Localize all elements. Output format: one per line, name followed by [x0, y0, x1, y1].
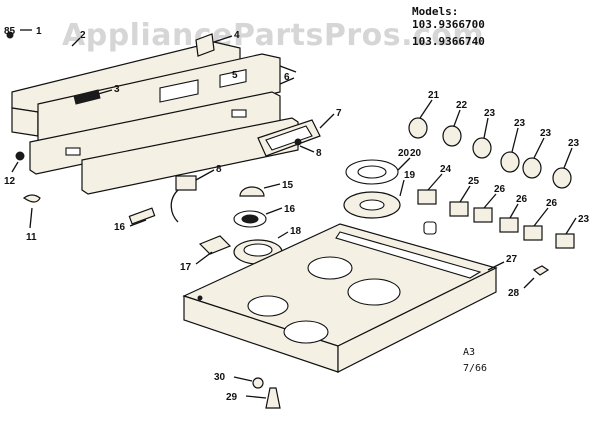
cooktop-burner-opening-rear-right	[347, 278, 401, 306]
part-24-spacer	[423, 221, 437, 235]
part-25-switch	[449, 201, 469, 217]
callout-29: 29	[226, 392, 238, 403]
callout-16-receptacle: 16	[114, 222, 126, 233]
part-21-knob	[408, 117, 428, 139]
callout-7: 7	[336, 108, 342, 119]
part-26-switch-2	[499, 217, 519, 233]
models-heading: Models:	[412, 5, 459, 18]
callout-25: 25	[468, 176, 480, 187]
cooktop-burner-opening-rear-left	[307, 256, 353, 280]
part-28-button	[532, 265, 550, 276]
part-9-switch	[175, 175, 197, 191]
cooktop-screw	[197, 295, 203, 301]
part-22-knob	[442, 125, 462, 147]
callout-12: 12	[4, 176, 16, 187]
callout-labels: 85 1 2 3 4 5 6 7 8 8 11 12 15 16 16 17 1…	[4, 26, 590, 403]
part-12-nut	[15, 151, 25, 161]
cooktop-burner-opening-front-right	[283, 320, 329, 344]
callout-6: 6	[284, 72, 290, 83]
callout-27: 27	[506, 254, 518, 265]
part-11-clip	[22, 194, 41, 203]
watermark-text: AppliancePartsPros.com	[62, 18, 485, 53]
model-number-1: 103.9366700	[412, 18, 485, 31]
part-5-window-left	[159, 79, 199, 103]
switch-row-bottom	[417, 189, 575, 249]
callout-4: 4	[234, 30, 240, 41]
part-20-ring-inner	[357, 165, 387, 179]
part-24-switch	[417, 189, 437, 205]
callout-15: 15	[282, 180, 294, 191]
part-5-window-right	[219, 69, 247, 88]
part-23-knob-3	[522, 157, 542, 179]
model-number-2: 103.9366740	[412, 35, 485, 48]
callout-19: 19	[404, 170, 416, 181]
cooktop-side-edge	[337, 267, 497, 373]
callout-3: 3	[114, 84, 120, 95]
part-6-slot-left	[65, 147, 81, 156]
callout-23-e: 23	[578, 214, 590, 225]
callout-23-d: 23	[568, 138, 580, 149]
callout-20: 20	[410, 148, 422, 159]
callout-28: 28	[508, 288, 520, 299]
part-19-bowl-center	[359, 199, 385, 211]
part-18-bowl-center	[243, 243, 273, 257]
callout-1: 1	[36, 26, 42, 37]
callout-85: 85	[4, 26, 16, 37]
callout-30: 30	[214, 372, 226, 383]
part-6-slot-right	[231, 109, 247, 118]
callout-24: 24	[440, 164, 452, 175]
callout-2: 2	[80, 30, 86, 41]
part-26-switch-1	[473, 207, 493, 223]
callout-8-clock: 8	[316, 148, 322, 159]
part-23-knob-1	[472, 137, 492, 159]
cooktop-rear-lip	[335, 231, 482, 279]
part-16-ring-center	[241, 214, 259, 224]
part-30-nut	[252, 377, 264, 389]
callout-17: 17	[180, 262, 192, 273]
callout-26-b: 26	[516, 194, 528, 205]
part-26-switch-3	[523, 225, 543, 241]
callout-23-a: 23	[484, 108, 496, 119]
callout-16-ring: 16	[284, 204, 296, 215]
callout-23-c: 23	[540, 128, 552, 139]
part-9-wire	[170, 189, 179, 223]
part-9-switch-group	[170, 175, 197, 223]
part-7-clock-face	[265, 125, 313, 151]
part-1-screw	[6, 31, 14, 39]
part-15-cap	[239, 186, 265, 197]
part-23-knob-4	[552, 167, 572, 189]
date-label: 7/66	[463, 363, 488, 374]
cooktop-part-27	[182, 223, 498, 373]
leader-lines	[11, 29, 577, 399]
callout-20-ring: 20	[398, 148, 410, 159]
callout-26-a: 26	[494, 184, 506, 195]
part-26-switch-4	[555, 233, 575, 249]
knob-row-top	[408, 117, 572, 189]
cooktop-burner-opening-front-left	[247, 295, 289, 317]
part-23-knob-2	[500, 151, 520, 173]
callout-26-c: 26	[546, 198, 558, 209]
callout-22: 22	[456, 100, 468, 111]
callout-11: 11	[26, 232, 37, 243]
callout-23-b: 23	[514, 118, 526, 129]
sheet-label: A3	[463, 347, 476, 358]
part-control-panel-lower	[81, 117, 299, 195]
part-8-knob	[294, 138, 302, 146]
part-3-bracket	[73, 89, 101, 105]
callout-18: 18	[290, 226, 302, 237]
part-10-receptacle	[128, 207, 156, 225]
part-29-clip	[265, 387, 281, 409]
part-2-end	[11, 107, 39, 137]
callout-21: 21	[428, 90, 440, 101]
backguard-assembly	[6, 31, 299, 195]
part-4-clip	[195, 33, 215, 57]
callout-8-switch: 8	[216, 164, 222, 175]
part-17-valve	[198, 235, 232, 255]
callout-5: 5	[232, 70, 238, 81]
clock-assembly	[257, 119, 321, 157]
